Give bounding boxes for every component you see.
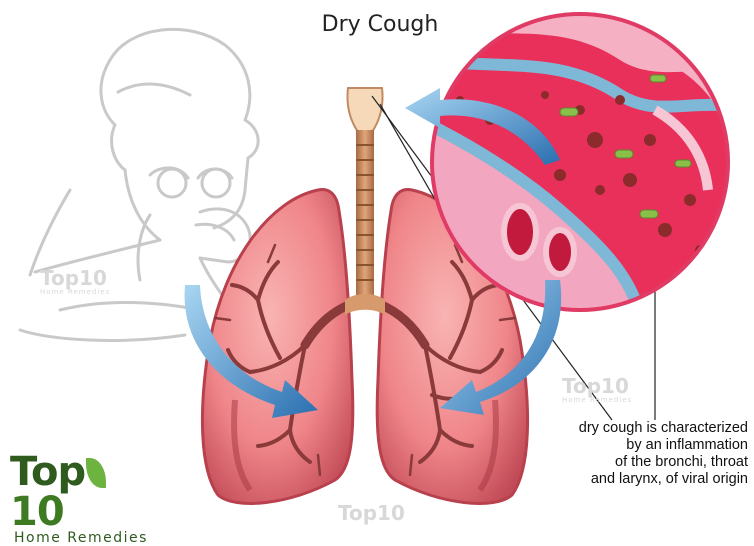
logo-subtitle: Home Remedies xyxy=(10,530,160,546)
page-title: Dry Cough xyxy=(300,12,460,37)
trachea xyxy=(345,88,385,315)
watermark-subtext: Home Remedies xyxy=(40,288,110,296)
watermark: Top10 Home Remedies xyxy=(40,268,110,296)
brand-logo: Top10 Home Remedies xyxy=(10,452,160,514)
watermark-text: Top10 xyxy=(338,501,405,525)
leaf-icon xyxy=(86,458,106,488)
caption: dry cough is characterized by an inflamm… xyxy=(548,420,748,488)
caption-line: dry cough is characterized xyxy=(548,420,748,437)
watermark: Top10 xyxy=(338,503,405,523)
caption-line: and larynx, of viral origin xyxy=(548,471,748,488)
left-lung xyxy=(202,190,352,504)
watermark-subtext: Home Remedies xyxy=(562,396,632,404)
caption-line: by an inflammation xyxy=(548,437,748,454)
diagram-stage: Dry Cough dry cough is characterized by … xyxy=(0,0,754,525)
caption-line: of the bronchi, throat xyxy=(548,454,748,471)
logo-text-number: 10 xyxy=(10,489,64,535)
watermark: Top10 Home Remedies xyxy=(562,376,632,404)
watermark-text: Top10 xyxy=(40,266,107,290)
watermark-text: Top10 xyxy=(562,374,629,398)
